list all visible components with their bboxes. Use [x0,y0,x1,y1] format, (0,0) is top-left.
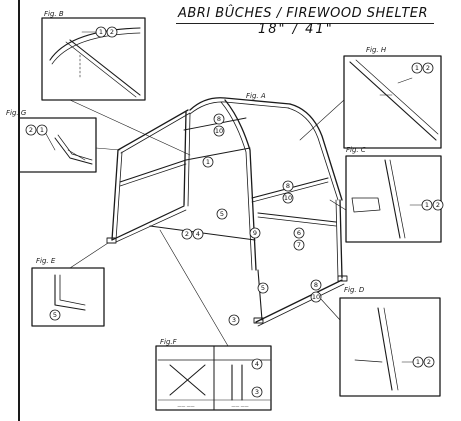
fig-a-label: Fig. A [246,92,266,100]
frame-callout-1: 8 [217,115,221,123]
fig-d-callout-2: 2 [427,358,431,366]
fig-e-callout-1: 5 [53,311,57,319]
frame-callout-7: 8 [286,182,290,190]
fig-f-inset [155,229,272,411]
fig-g-callout-2: 1 [40,126,44,134]
frame-callout-10: 6 [297,229,301,237]
fig-f-caption-left: —— —— [177,404,194,409]
fig-c-label: Fig. C [346,146,366,154]
shelter-frame [106,97,348,327]
frame-callout-8: 10 [284,194,292,202]
fig-f-callout-2: 3 [255,388,259,396]
fig-b-callout-1: 1 [99,28,103,36]
fig-d-callout-1: 1 [416,358,420,366]
fig-f-label: Fig.F [160,338,178,346]
fig-c-callout-1: 1 [425,201,429,209]
fig-h-callout-1: 1 [415,64,419,72]
frame-callout-3: 1 [206,158,210,166]
fig-g-callout-1: 2 [29,126,33,134]
fig-d-inset [319,297,441,397]
frame-callout-9: 9 [253,229,257,237]
frame-callout-11: 7 [297,241,301,249]
frame-callout-14: 8 [314,281,318,289]
fig-d-label: Fig. D [344,286,365,294]
fig-f-callout-1: 4 [255,360,259,368]
frame-callout-2: 10 [215,127,223,135]
fig-e-inset [31,242,109,327]
frame-callout-5: 2 [185,230,189,238]
fig-b-label: Fig. B [44,10,64,18]
title-underline [176,23,434,24]
frame-callout-4: 5 [220,210,224,218]
fig-h-inset [299,55,442,149]
fig-b-callout-2: 2 [110,28,114,36]
diagram-subtitle: 18" / 41" [258,22,334,37]
frame-callout-12: 5 [261,284,265,292]
fig-g-inset [18,117,121,173]
fig-b-inset [41,17,191,156]
frame-callout-6: 4 [196,230,200,238]
fig-e-label: Fig. E [36,257,56,265]
fig-g-label: Fig. G [6,109,27,117]
diagram-title: ABRI BÛCHES / FIREWOOD SHELTER [178,6,429,21]
fig-c-callout-2: 2 [436,201,440,209]
left-border-line [18,0,20,421]
fig-c-inset [329,155,442,243]
frame-callout-15: 10 [312,293,320,301]
fig-f-caption-right: —— —— [231,404,248,409]
fig-h-label: Fig. H [366,46,387,54]
fig-h-callout-2: 2 [426,64,430,72]
frame-callout-13: 3 [232,316,236,324]
